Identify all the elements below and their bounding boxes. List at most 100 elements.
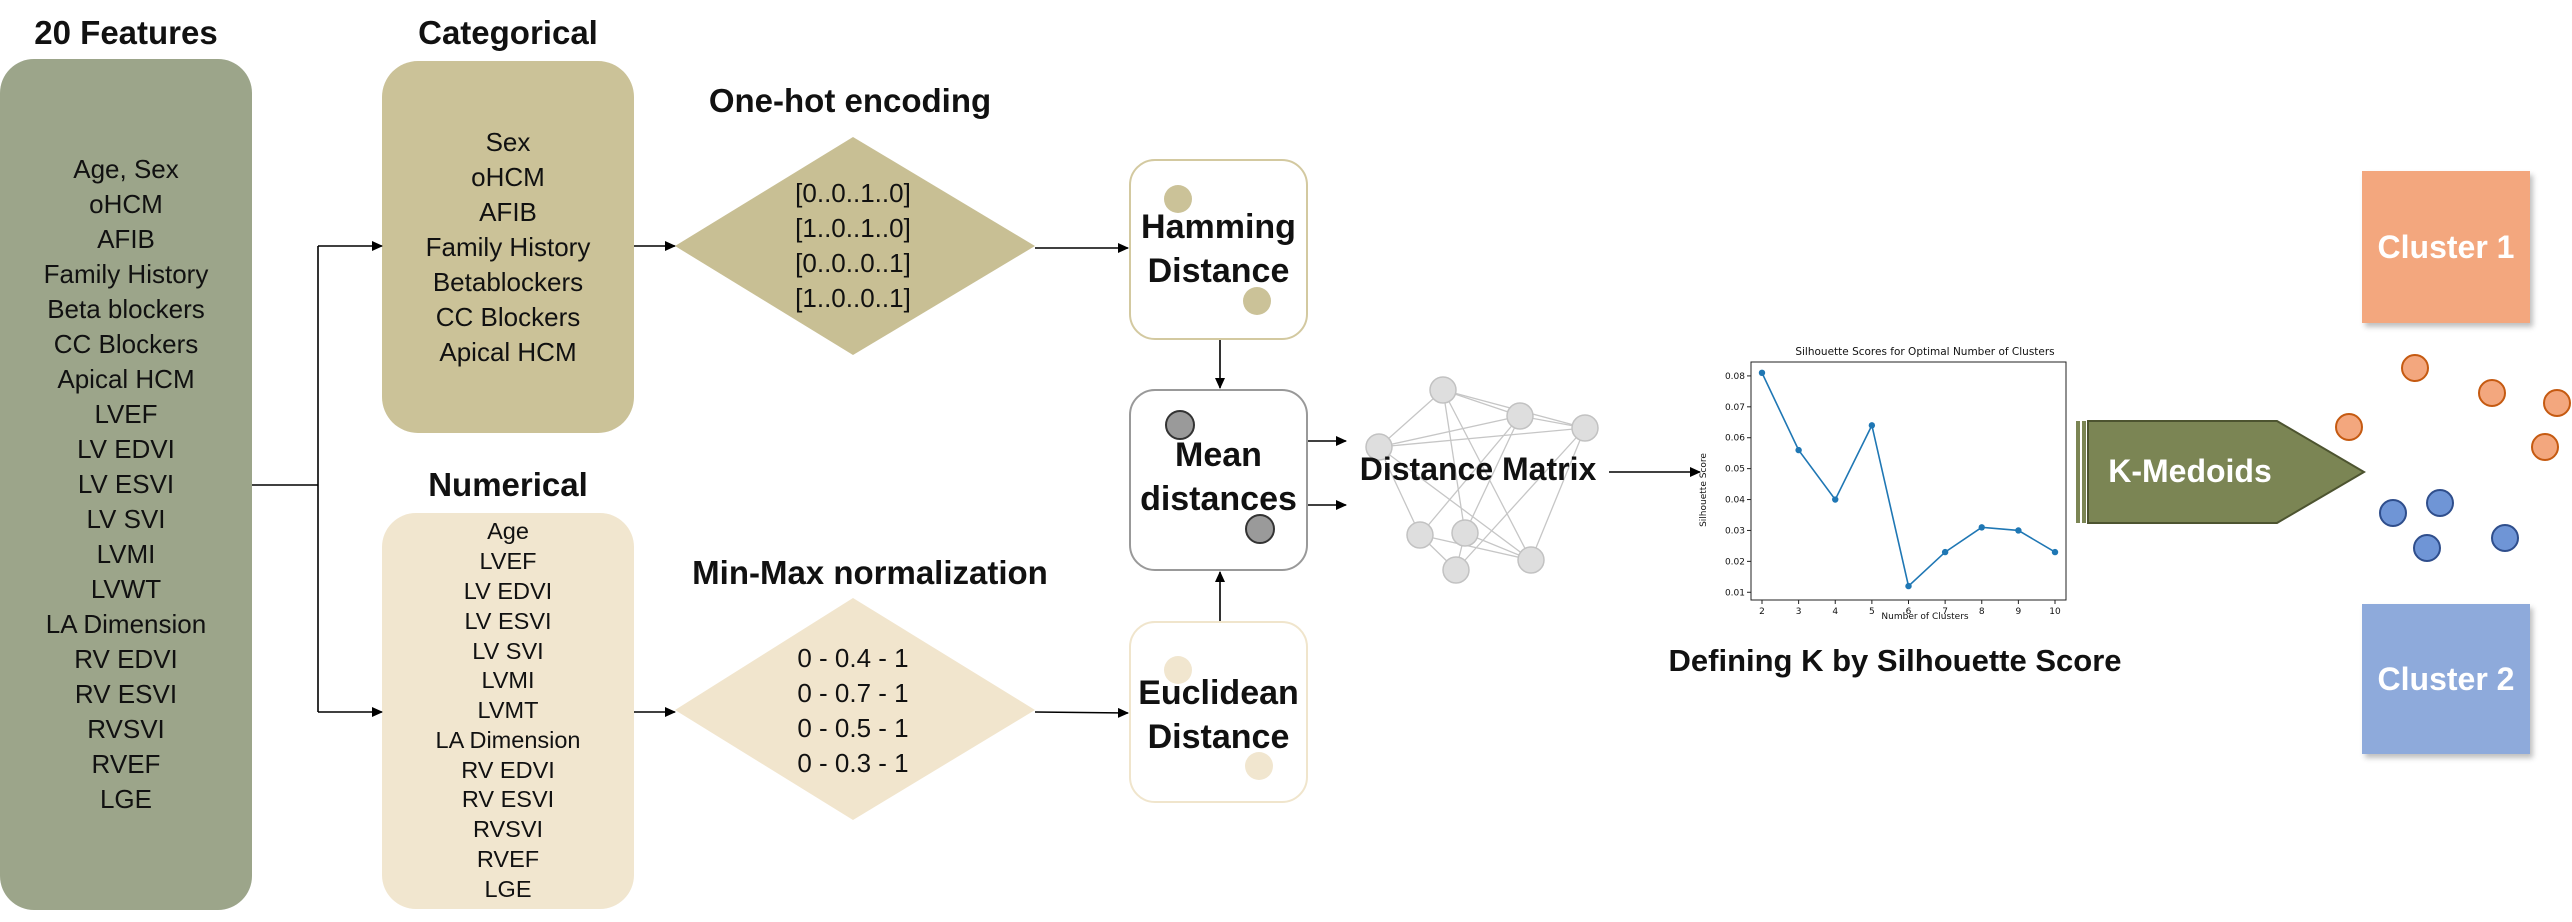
- data-point: [2015, 527, 2022, 534]
- mean-dot-top: [1165, 410, 1195, 440]
- data-point: [1941, 548, 1949, 556]
- euclidean-dot-bottom: [1245, 752, 1273, 780]
- distance-matrix-label: Distance Matrix: [1359, 451, 1597, 487]
- minmax-row: 0 - 0.5 - 1: [797, 713, 909, 743]
- feature-item: RV EDVI: [74, 644, 178, 674]
- feature-item: LVWT: [90, 574, 162, 604]
- feature-item: LVMI: [96, 539, 156, 569]
- y-tick-label: 0.05: [1725, 465, 1745, 475]
- feature-item: LV ESVI: [77, 469, 175, 499]
- numerical-item: Age: [487, 518, 529, 545]
- onehot-title: One-hot encoding: [708, 82, 992, 119]
- onehot-row: [0..0..1..0]: [795, 178, 911, 208]
- chart-frame: [1750, 361, 2067, 601]
- x-tick-label: 7: [1942, 607, 1948, 617]
- chart-title: Silhouette Scores for Optimal Number of …: [1795, 346, 2054, 358]
- feature-item: Family History: [43, 259, 209, 289]
- data-point: [1868, 422, 1876, 429]
- onehot-row: [1..0..0..1]: [795, 283, 911, 313]
- mean-line1: Mean: [1175, 436, 1262, 474]
- numerical-item: RVEF: [476, 846, 540, 873]
- kmedoids-label: K-Medoids: [2108, 453, 2272, 489]
- numerical-item: RV ESVI: [461, 786, 555, 813]
- x-tick-label: 5: [1869, 607, 1875, 617]
- x-tick-label: 4: [1832, 607, 1838, 617]
- x-tick-label: 8: [1979, 607, 1985, 617]
- y-tick-label: 0.06: [1725, 434, 1745, 444]
- euclidean-dot-top: [1164, 656, 1192, 684]
- minmax-row: 0 - 0.3 - 1: [797, 748, 909, 778]
- numerical-item: RVSVI: [472, 816, 544, 843]
- hamming-dot-bottom: [1243, 287, 1271, 315]
- onehot-diamond: [675, 137, 1035, 355]
- categorical-item: AFIB: [479, 196, 537, 227]
- minmax-rows: 0 - 0.4 - 1 0 - 0.7 - 1 0 - 0.5 - 1 0 - …: [753, 641, 953, 781]
- minmax-row: 0 - 0.4 - 1: [797, 643, 909, 673]
- categorical-item: CC Blockers: [435, 301, 581, 332]
- silhouette-chart: Silhouette Scores for Optimal Number of …: [1699, 346, 2085, 620]
- hamming-line2: Distance: [1147, 252, 1290, 290]
- feature-item: LGE: [99, 784, 152, 814]
- hamming-box: Hamming Distance: [1129, 159, 1308, 340]
- feature-item: Beta blockers: [47, 294, 205, 324]
- euclidean-box: Euclidean Distance: [1129, 621, 1308, 803]
- numerical-title: Numerical: [428, 466, 588, 503]
- y-tick-label: 0.01: [1725, 588, 1745, 598]
- data-point: [1978, 524, 1985, 531]
- feature-item: Age, Sex: [73, 154, 179, 184]
- onehot-row: [0..0..0..1]: [795, 248, 911, 278]
- x-tick-label: 2: [1759, 607, 1765, 617]
- feature-item: CC Blockers: [53, 329, 199, 359]
- feature-item: LV SVI: [86, 504, 166, 534]
- x-tick-label: 6: [1906, 607, 1912, 617]
- categorical-item: Betablockers: [432, 266, 584, 297]
- cluster2-box: Cluster 2: [2362, 604, 2530, 754]
- data-point: [1905, 582, 1912, 590]
- euclidean-line2: Distance: [1147, 718, 1290, 756]
- numerical-item: LV EDVI: [463, 577, 553, 604]
- data-point: [2051, 548, 2059, 556]
- numerical-item: LVMI: [481, 667, 535, 694]
- feature-item: RVSVI: [87, 714, 165, 744]
- numerical-item: RV EDVI: [461, 756, 555, 783]
- features-title: 20 Features: [34, 14, 218, 51]
- categorical-title: Categorical: [418, 14, 598, 51]
- chart-plot-frame: [1752, 362, 2085, 372]
- categorical-item: Apical HCM: [439, 336, 577, 367]
- chart-xlabel: Number of Clusters: [1881, 612, 1968, 620]
- numerical-item: LVMT: [477, 697, 539, 724]
- minmax-title: Min-Max normalization: [692, 554, 1048, 591]
- feature-item: AFIB: [97, 224, 155, 254]
- numerical-item: LV ESVI: [464, 607, 552, 634]
- feature-item: oHCM: [89, 189, 163, 219]
- x-tick-label: 9: [2016, 607, 2022, 617]
- feature-item: RVEF: [91, 749, 161, 779]
- y-tick-label: 0.03: [1725, 526, 1745, 536]
- minmax-diamond: [675, 598, 1035, 820]
- numerical-item: LV SVI: [472, 637, 544, 664]
- euclidean-line1: Euclidean: [1138, 674, 1299, 712]
- x-tick-label: 10: [2049, 607, 2061, 617]
- feature-item: LA Dimension: [45, 609, 207, 639]
- mean-line2: distances: [1140, 480, 1297, 518]
- onehot-row: [1..0..1..0]: [795, 213, 911, 243]
- chart-ylabel: Silhouette Score: [1699, 453, 1709, 527]
- data-point: [1832, 496, 1839, 503]
- feature-item: LVEF: [94, 399, 158, 429]
- y-tick-label: 0.04: [1725, 496, 1745, 506]
- categorical-item: oHCM: [471, 161, 545, 192]
- y-tick-label: 0.08: [1725, 372, 1745, 382]
- mean-distances-box: Mean distances: [1129, 389, 1308, 571]
- cluster1-box: Cluster 1: [2362, 171, 2530, 323]
- numerical-item: LGE: [484, 875, 532, 902]
- numerical-item: LA Dimension: [435, 726, 581, 753]
- categorical-item: Family History: [425, 231, 591, 262]
